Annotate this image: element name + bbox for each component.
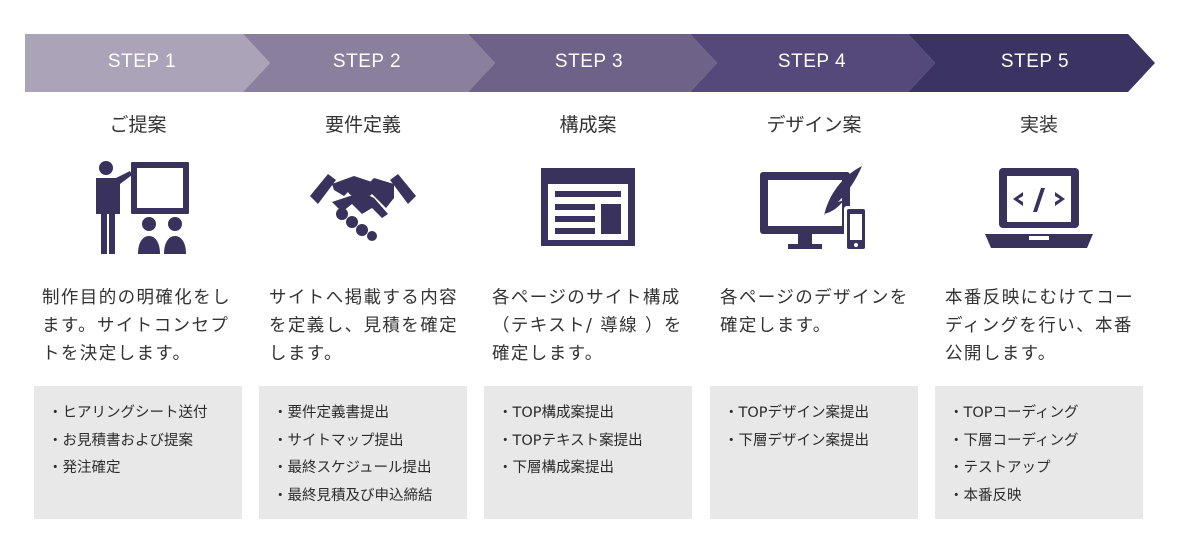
list-item: 最終見積及び申込締結 <box>273 483 467 511</box>
step-1-deliverables: ヒアリングシート送付 お見積書および提案 発注確定 <box>34 386 242 519</box>
list-item: TOPテキスト案提出 <box>498 428 692 456</box>
list-item: TOPコーディング <box>949 400 1143 428</box>
step-3-arrow <box>468 34 717 92</box>
list-item: TOP構成案提出 <box>498 400 692 428</box>
step-3-description: 各ページのサイト構成（テキスト/ 導線 ）を確定します。 <box>492 288 683 364</box>
step-4-title: デザイン案 <box>766 114 862 136</box>
step-4-arrow <box>690 34 935 92</box>
step-4-deliverables: TOPデザイン案提出 下層デザイン案提出 <box>710 386 918 519</box>
step-1-label: STEP 1 <box>107 51 177 72</box>
step-4-label: STEP 4 <box>777 51 847 72</box>
step-arrow-bar <box>25 34 1155 92</box>
step-1-description: 制作目的の明確化をします。サイトコンセプトを決定します。 <box>42 288 231 364</box>
list-item: テストアップ <box>949 455 1143 483</box>
list-item: 下層コーディング <box>949 428 1143 456</box>
step-5-arrow <box>908 34 1155 92</box>
list-item: ヒアリングシート送付 <box>48 400 242 428</box>
step-3-label: STEP 3 <box>554 51 624 72</box>
step-5-description: 本番反映にむけてコーディングを行い、本番公開します。 <box>945 288 1134 364</box>
list-item: 最終スケジュール提出 <box>273 455 467 483</box>
list-item: 下層構成案提出 <box>498 455 692 483</box>
list-item: 下層デザイン案提出 <box>724 428 918 456</box>
step-5-label: STEP 5 <box>1000 51 1070 72</box>
step-1-arrow <box>25 34 270 92</box>
step-5-title: 実装 <box>1019 114 1058 136</box>
list-item: 要件定義書提出 <box>273 400 467 428</box>
wireframe-icon <box>484 158 692 263</box>
laptop-code-icon <box>935 158 1143 263</box>
step-3-deliverables: TOP構成案提出 TOPテキスト案提出 下層構成案提出 <box>484 386 692 519</box>
step-2-title: 要件定義 <box>324 114 401 136</box>
step-2-deliverables: 要件定義書提出 サイトマップ提出 最終スケジュール提出 最終見積及び申込締結 <box>259 386 467 519</box>
step-3-title: 構成案 <box>559 114 617 136</box>
list-item: お見積書および提案 <box>48 428 242 456</box>
step-2-arrow <box>243 34 495 92</box>
list-item: TOPデザイン案提出 <box>724 400 918 428</box>
handshake-icon <box>259 158 467 263</box>
list-item: サイトマップ提出 <box>273 428 467 456</box>
list-item: 発注確定 <box>48 455 242 483</box>
presentation-icon <box>34 158 242 263</box>
step-1-title: ご提案 <box>109 114 167 136</box>
step-5-deliverables: TOPコーディング 下層コーディング テストアップ 本番反映 <box>935 386 1143 519</box>
step-2-description: サイトへ掲載する内容を定義し、見積を確定します。 <box>269 288 458 364</box>
step-4-description: 各ページのデザインを確定します。 <box>720 288 909 336</box>
design-devices-icon <box>710 158 918 263</box>
list-item: 本番反映 <box>949 483 1143 511</box>
step-2-label: STEP 2 <box>332 51 402 72</box>
